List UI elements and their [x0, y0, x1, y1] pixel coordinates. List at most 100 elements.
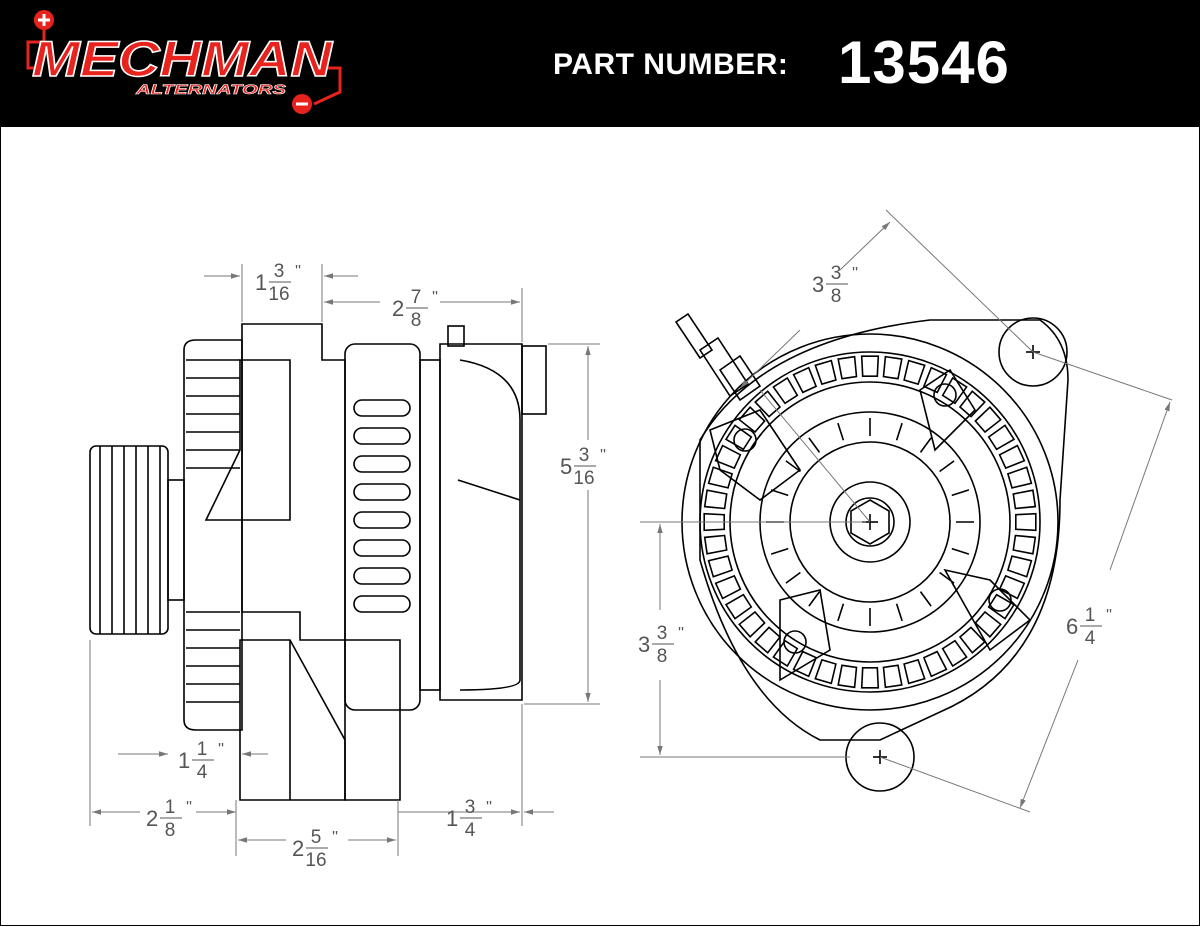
- fin-ring: [703, 355, 1037, 689]
- dimension-lines: [89, 209, 1173, 856]
- fin-slot: [903, 658, 926, 685]
- dim-whole: 1: [178, 748, 190, 773]
- dim-denominator: 16: [268, 284, 289, 305]
- terminal-stud: [674, 312, 762, 402]
- header-bar: MECHMAN ALTERNATORS PART NUMBER: 13546: [0, 0, 1200, 127]
- dim-denominator: 8: [411, 310, 422, 331]
- fin-slot: [922, 366, 948, 394]
- fin-slot: [860, 667, 880, 689]
- housing-outline: [699, 319, 1069, 741]
- vent-slot: [939, 460, 955, 473]
- fin-slot: [724, 424, 753, 451]
- dim-unit: '': [218, 741, 224, 758]
- dim-denominator: 8: [165, 820, 176, 841]
- fin-slot: [1006, 466, 1033, 489]
- side-view: [89, 323, 547, 801]
- plus-icon: [34, 10, 54, 30]
- vent-slot: [919, 591, 932, 607]
- logo-sub-text: ALTERNATORS: [135, 81, 287, 97]
- fin-slot: [958, 390, 986, 418]
- fin-slot: [987, 593, 1016, 620]
- pulley: [89, 445, 185, 635]
- dim-numerator: 3: [579, 445, 590, 466]
- vent-slot: [808, 437, 821, 453]
- fin-slot: [998, 444, 1026, 470]
- dim-whole: 2: [292, 836, 304, 861]
- fin-slot: [860, 355, 880, 377]
- fin-slot: [987, 424, 1016, 451]
- mechman-logo: MECHMAN ALTERNATORS: [26, 10, 342, 114]
- fin-slot: [772, 376, 799, 405]
- front-view: [674, 312, 1069, 792]
- fin-slot: [714, 574, 742, 600]
- dim-numerator: 1: [1085, 605, 1096, 626]
- part-number-value: 13546: [838, 29, 1010, 96]
- vent-slot: [895, 603, 903, 622]
- fin-slot: [703, 489, 728, 510]
- fin-slot: [837, 355, 858, 380]
- fin-slot: [974, 406, 1002, 434]
- dim-unit: '': [332, 829, 338, 846]
- fin-slot: [754, 626, 782, 654]
- dim-unit: '': [678, 625, 684, 642]
- dim-numerator: 1: [197, 739, 208, 760]
- dim-denominator: 4: [197, 762, 208, 783]
- fin-slot: [738, 610, 766, 638]
- fin-slot: [958, 626, 986, 654]
- vent-slot: [785, 571, 801, 584]
- fin-slot: [882, 355, 903, 380]
- dim-numerator: 3: [465, 797, 476, 818]
- dim-denominator: 8: [831, 286, 842, 307]
- fin-slot: [754, 390, 782, 418]
- fin-slot: [941, 639, 968, 668]
- vent-slot: [808, 591, 821, 607]
- dim-whole: 1: [446, 806, 458, 831]
- vent-slot: [837, 422, 845, 441]
- dim-denominator: 16: [305, 850, 326, 871]
- fin-slot: [714, 444, 742, 470]
- rear-housing: [419, 325, 547, 701]
- fin-slot: [772, 639, 799, 668]
- fin-slot: [814, 658, 837, 685]
- dim-numerator: 5: [311, 827, 322, 848]
- vent-slot: [951, 489, 970, 497]
- dim-unit: '': [600, 447, 606, 464]
- fin-slot: [974, 610, 1002, 638]
- fin-slot: [903, 359, 926, 386]
- dim-denominator: 4: [1085, 628, 1096, 649]
- dim-denominator: 16: [573, 468, 594, 489]
- dim-numerator: 1: [165, 797, 176, 818]
- dim-unit: '': [432, 289, 438, 306]
- technical-drawing: 1316''278''5316''114''218''2516''134''33…: [89, 209, 1173, 871]
- fin-slot: [814, 359, 837, 386]
- dim-whole: 5: [560, 454, 572, 479]
- vent-slot: [770, 489, 789, 497]
- fin-slot: [837, 664, 858, 689]
- fin-slot: [922, 650, 948, 678]
- dim-denominator: 4: [465, 820, 476, 841]
- dim-denominator: 8: [657, 646, 668, 667]
- vent-slot: [770, 547, 789, 555]
- dim-unit: '': [486, 799, 492, 816]
- fin-slot: [792, 366, 818, 394]
- dim-unit: '': [295, 263, 301, 280]
- part-number-label: PART NUMBER:: [553, 48, 789, 81]
- vent-slot: [919, 437, 932, 453]
- dim-whole: 3: [812, 272, 824, 297]
- dim-whole: 6: [1066, 614, 1078, 639]
- dim-unit: '': [186, 799, 192, 816]
- fin-slot: [998, 574, 1026, 600]
- stator-body: [344, 343, 421, 711]
- fin-slot: [724, 593, 753, 620]
